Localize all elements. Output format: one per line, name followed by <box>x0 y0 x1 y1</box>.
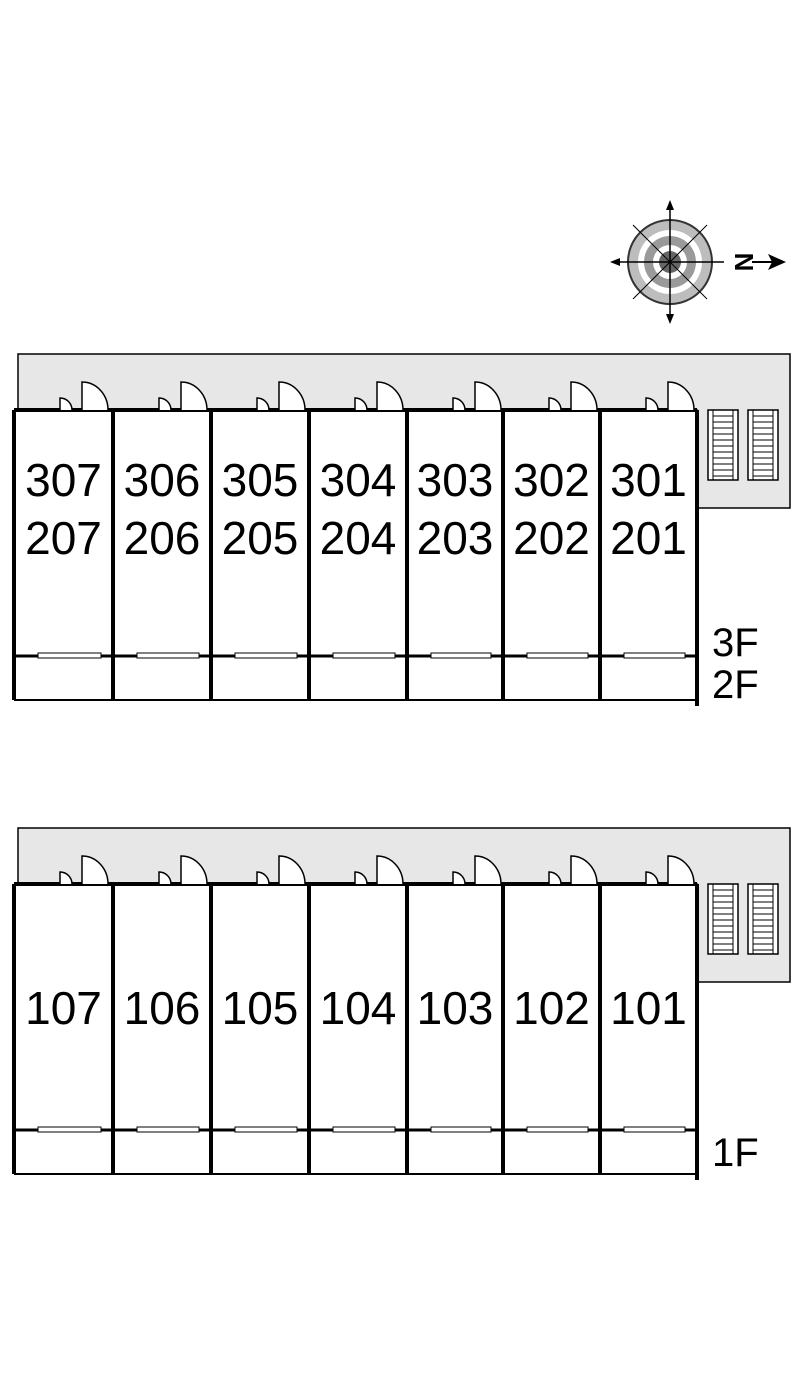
floor-label: 1F <box>712 1131 759 1175</box>
door-icon <box>59 397 73 411</box>
compass-rose-icon: N <box>610 200 786 324</box>
door-icon <box>645 397 659 411</box>
door-icon <box>180 381 208 411</box>
unit-number: 202 <box>513 512 590 564</box>
lower-block: 107 106 105 104 103 102 101 1F <box>12 827 791 1180</box>
window-icon <box>332 652 396 659</box>
unit-number: 201 <box>610 512 687 564</box>
door-icon <box>570 381 598 411</box>
upper-block: 307 207 306 206 305 205 304 204 303 203 302 202 301 2… <box>12 353 791 707</box>
compass-north-label: N <box>729 253 759 272</box>
door-icon <box>645 871 659 885</box>
window-icon <box>430 652 492 659</box>
door-icon <box>158 871 172 885</box>
window-icon <box>136 1126 200 1133</box>
unit-number: 101 <box>610 982 687 1034</box>
unit-number: 207 <box>25 512 102 564</box>
door-icon <box>452 871 466 885</box>
window-icon <box>526 652 589 659</box>
unit-number: 204 <box>320 512 397 564</box>
unit-number: 106 <box>124 982 201 1034</box>
door-icon <box>548 871 562 885</box>
door-icon <box>81 381 109 411</box>
window-icon <box>623 652 686 659</box>
door-icon <box>59 871 73 885</box>
door-icon <box>256 871 270 885</box>
unit-number: 105 <box>222 982 299 1034</box>
unit-number: 305 <box>222 454 299 506</box>
door-icon <box>667 381 695 411</box>
unit-number: 307 <box>25 454 102 506</box>
window-icon <box>234 652 298 659</box>
unit-number: 306 <box>124 454 201 506</box>
unit-number: 102 <box>513 982 590 1034</box>
window-icon <box>332 1126 396 1133</box>
door-icon <box>81 855 109 885</box>
door-icon <box>474 381 502 411</box>
unit-number: 301 <box>610 454 687 506</box>
unit-number: 205 <box>222 512 299 564</box>
door-icon <box>256 397 270 411</box>
unit-number: 304 <box>320 454 397 506</box>
unit-number: 107 <box>25 982 102 1034</box>
door-icon <box>278 855 306 885</box>
window-icon <box>37 652 102 659</box>
door-icon <box>570 855 598 885</box>
door-icon <box>278 381 306 411</box>
unit-number: 302 <box>513 454 590 506</box>
door-icon <box>354 397 368 411</box>
window-icon <box>526 1126 589 1133</box>
door-icon <box>354 871 368 885</box>
door-icon <box>158 397 172 411</box>
door-icon <box>667 855 695 885</box>
door-icon <box>180 855 208 885</box>
door-icon <box>452 397 466 411</box>
door-icon <box>376 381 404 411</box>
window-icon <box>430 1126 492 1133</box>
window-icon <box>234 1126 298 1133</box>
unit-number: 206 <box>124 512 201 564</box>
floor-label: 2F <box>712 663 759 707</box>
window-icon <box>136 652 200 659</box>
unit-number: 104 <box>320 982 397 1034</box>
floor-label: 3F <box>712 621 759 665</box>
door-icon <box>376 855 404 885</box>
unit-number: 303 <box>417 454 494 506</box>
door-icon <box>474 855 502 885</box>
unit-number: 203 <box>417 512 494 564</box>
window-icon <box>623 1126 686 1133</box>
door-icon <box>548 397 562 411</box>
unit-number: 103 <box>417 982 494 1034</box>
window-icon <box>37 1126 102 1133</box>
